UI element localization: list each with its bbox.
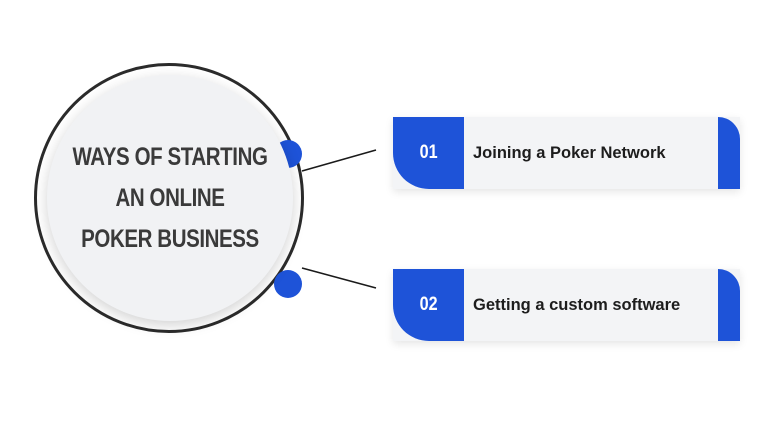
title-line-3: POKER BUSINESS: [81, 224, 259, 253]
item-label: Joining a Poker Network: [473, 143, 666, 162]
card-accent-tail: [718, 269, 740, 341]
connector-line-2: [301, 267, 377, 289]
diagram-title: WAYS OF STARTING AN ONLINE POKER BUSINES…: [69, 75, 271, 321]
bottom-accent-dot: [274, 270, 302, 298]
title-line-2: AN ONLINE: [115, 183, 225, 212]
central-circle: [47, 75, 293, 321]
item-label: Getting a custom software: [473, 295, 681, 314]
item-card-1: 01 Joining a Poker Network: [393, 117, 740, 189]
item-number: 02: [419, 294, 438, 315]
item-number-badge: 01: [393, 117, 464, 189]
title-line-1: WAYS OF STARTING: [72, 142, 268, 171]
card-accent-tail: [718, 117, 740, 189]
item-card-2: 02 Getting a custom software: [393, 269, 740, 341]
item-number: 01: [419, 142, 438, 163]
item-number-badge: 02: [393, 269, 464, 341]
connector-line-1: [301, 149, 377, 172]
